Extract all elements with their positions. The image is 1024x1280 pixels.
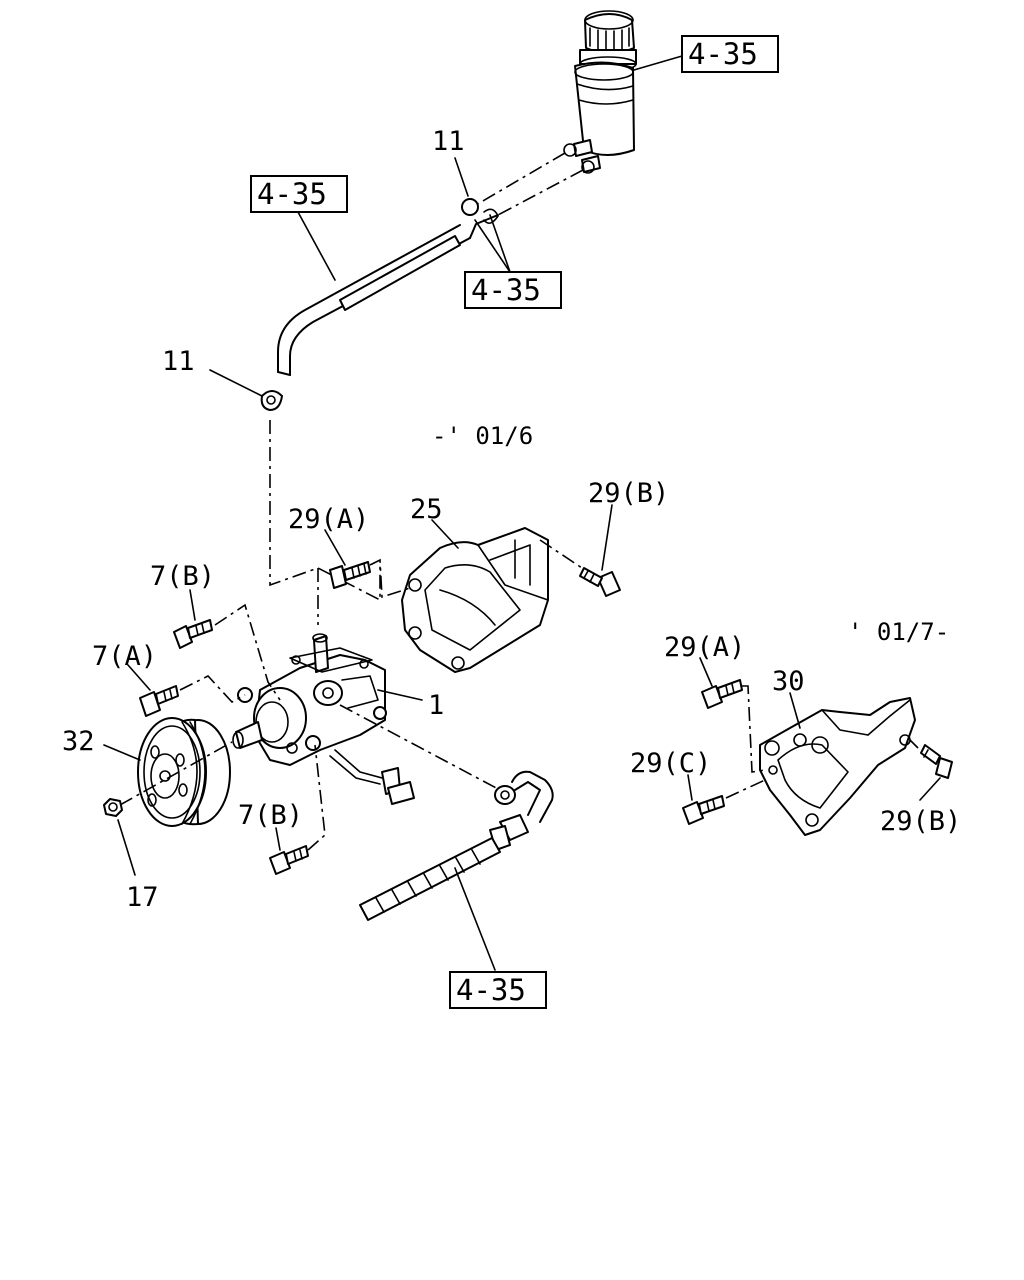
power-steering-pump [232, 633, 415, 805]
label-clip-upper: 11 [432, 126, 465, 157]
label-bolt-29b-right: 29(B) [880, 806, 961, 837]
hose-clip-lower [260, 390, 283, 411]
ref-upper-hose[interactable]: 4-35 [250, 175, 348, 213]
hose-clip-upper [461, 198, 499, 224]
note-up-to: -' 01/6 [432, 422, 533, 450]
reservoir-tank [563, 10, 683, 174]
ref-return-hoses[interactable]: 4-35 [464, 271, 562, 309]
label-bolt-7b-top: 7(B) [150, 561, 215, 592]
label-nut-17: 17 [126, 882, 159, 913]
label-clip-lower: 11 [162, 346, 195, 377]
note-from: ' 01/7- [848, 618, 949, 646]
label-bolt-7b-bottom: 7(B) [238, 800, 303, 831]
bolt-7a [139, 685, 179, 717]
bolt-29a-right [701, 679, 743, 709]
ref-pressure-hose-text: 4-35 [456, 973, 526, 1007]
label-pulley-32: 32 [62, 726, 95, 757]
label-bracket-25: 25 [410, 494, 443, 525]
bolt-7b-bottom [269, 845, 309, 875]
bolt-29a-left [329, 561, 371, 589]
label-bracket-30: 30 [772, 666, 805, 697]
pressure-hose [339, 704, 554, 921]
supply-hose [277, 224, 471, 376]
pulley-nut [103, 798, 123, 817]
label-pump-1: 1 [428, 690, 444, 721]
label-bolt-29c: 29(C) [630, 748, 711, 779]
label-bolt-29a-right: 29(A) [664, 632, 745, 663]
ref-return-hoses-text: 4-35 [471, 273, 541, 307]
pulley [137, 717, 231, 827]
ref-reservoir[interactable]: 4-35 [681, 35, 779, 73]
bolt-29b-left [579, 567, 621, 597]
bolt-7b-top [173, 619, 213, 649]
ref-pressure-hose[interactable]: 4-35 [449, 971, 547, 1009]
ref-upper-hose-text: 4-35 [257, 177, 327, 211]
reservoir-connection-lines [475, 152, 584, 216]
bolt-29c [682, 795, 725, 825]
label-bolt-29a-left: 29(A) [288, 504, 369, 535]
label-bolt-7a: 7(A) [92, 641, 157, 672]
ref-reservoir-text: 4-35 [688, 37, 758, 71]
label-bolt-29b-left: 29(B) [588, 478, 669, 509]
bolt-29b-right [920, 744, 953, 779]
bracket-25 [401, 527, 549, 673]
